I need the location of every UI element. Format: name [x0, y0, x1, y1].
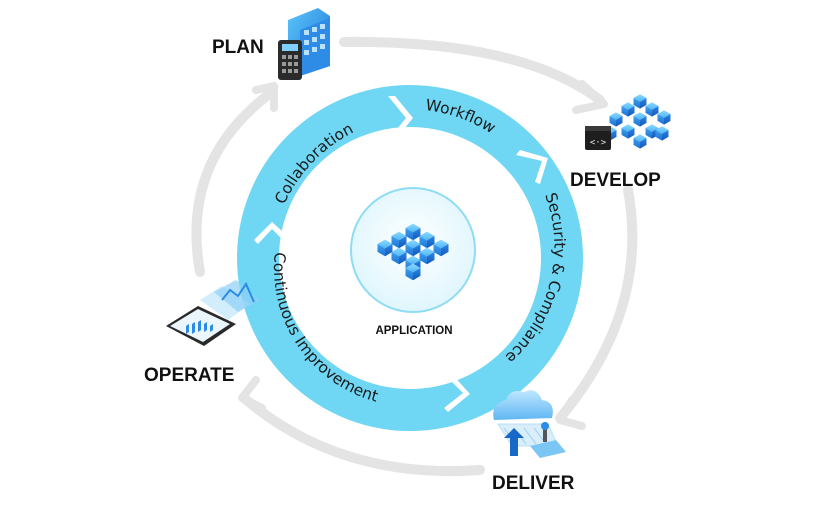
arrowhead-deliver-icon [556, 396, 586, 430]
arrowhead-develop-icon [572, 80, 608, 114]
phase-label-plan: PLAN [212, 37, 264, 58]
phase-operate: OPERATE [144, 280, 260, 386]
cycle-arc-deliver-operate [239, 393, 485, 477]
cycle-arc-develop-deliver [555, 185, 638, 423]
application-label: APPLICATION [375, 325, 452, 337]
phase-label-operate: OPERATE [144, 365, 234, 386]
phase-label-deliver: DELIVER [492, 473, 575, 494]
application-center: APPLICATION [350, 187, 476, 337]
arrowhead-plan-icon [252, 82, 278, 112]
arrowhead-operate-icon [238, 376, 266, 412]
phase-deliver: DELIVER [492, 390, 575, 494]
code-cubes-icon [603, 94, 671, 149]
phase-label-develop: DEVELOP [570, 170, 661, 191]
cube-cluster-icon [377, 223, 449, 281]
cloud-deploy-icon [493, 390, 566, 458]
code-window-icon: <·> [585, 126, 611, 150]
monitor-charts-icon [166, 280, 260, 346]
outer-cycle [191, 36, 638, 477]
phase-plan: PLAN [212, 8, 330, 80]
cycle-arrowheads [238, 80, 608, 430]
svg-text:<·>: <·> [590, 138, 607, 148]
phase-develop: <·> DEVELOP [570, 94, 671, 191]
cycle-arc-operate-plan [191, 87, 277, 277]
cycle-arc-plan-develop [339, 36, 605, 105]
calculator-building-icon [278, 8, 330, 80]
